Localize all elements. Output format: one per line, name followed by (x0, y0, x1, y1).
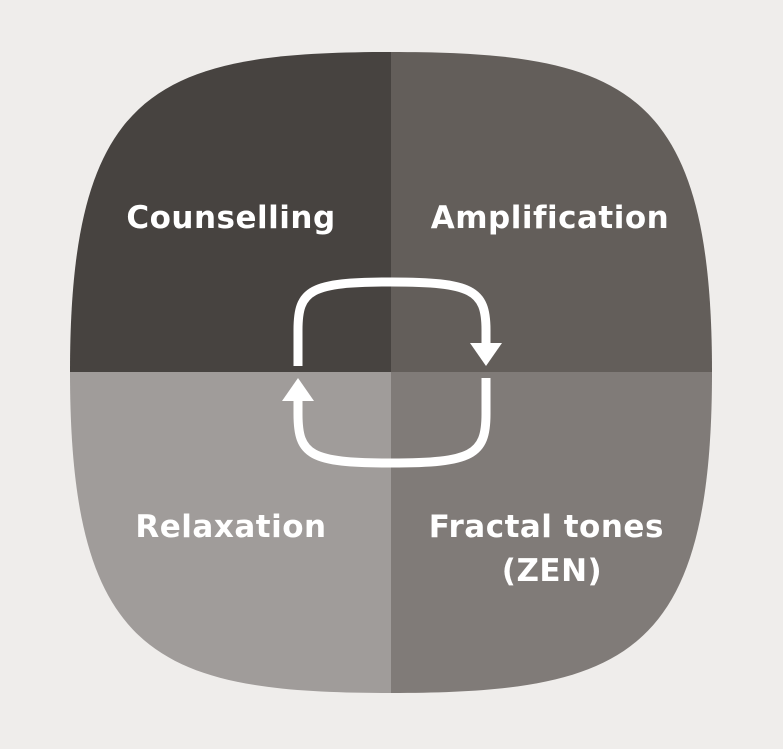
cycle-arrows (282, 277, 502, 468)
label-relaxation: Relaxation (135, 509, 326, 545)
quadrant-group (70, 52, 712, 693)
cycle-arrow-bottom (293, 378, 491, 468)
label-fractal-tones-line2: (ZEN) (502, 553, 602, 589)
arrowhead-down-icon (470, 343, 502, 366)
label-fractal-tones: Fractal tones (ZEN) (429, 509, 675, 589)
cycle-arrow-top (293, 277, 491, 366)
label-counselling: Counselling (126, 200, 335, 236)
label-fractal-tones-line1: Fractal tones (429, 509, 664, 545)
arrowhead-up-icon (282, 378, 314, 401)
label-amplification: Amplification (431, 200, 669, 236)
